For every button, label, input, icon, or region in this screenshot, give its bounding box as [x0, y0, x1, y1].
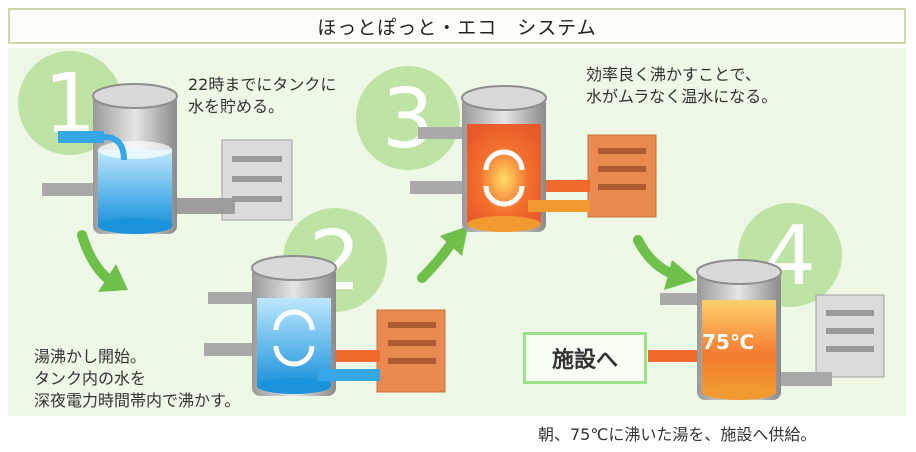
text-line: 水がムラなく温水になる。: [586, 87, 778, 106]
text-line: タンク内の水を: [34, 369, 147, 388]
facility-label: 施設へ: [551, 348, 618, 373]
title-bar: ほっとぽっと・エコ システム: [8, 8, 906, 44]
step-4-description: 朝、75℃に沸いた湯を、施設へ供給。: [538, 424, 816, 446]
step-number: 3: [382, 72, 434, 167]
text-line: 深夜電力時間帯内で沸かす。: [34, 391, 241, 410]
text-line: 朝、75℃に沸いた湯を、施設へ供給。: [538, 425, 817, 444]
facility-box: 施設へ: [523, 332, 647, 384]
page-title: ほっとぽっと・エコ システム: [317, 16, 597, 39]
tank-stage-1: [42, 83, 293, 234]
temperature-label: 75℃: [702, 330, 755, 354]
step-3-description: 効率良く沸かすことで、 水がムラなく温水になる。: [586, 64, 777, 108]
tank-stage-2: [204, 255, 446, 396]
text-line: 効率良く沸かすことで、: [586, 65, 761, 84]
text-line: 水を貯める。: [188, 97, 285, 116]
step-3-badge: 3: [356, 66, 460, 170]
tank-stage-3: [410, 85, 657, 232]
step-2-description: 湯沸かし開始。 タンク内の水を 深夜電力時間帯内で沸かす。: [34, 346, 240, 412]
flow-arrow-2-3: [417, 226, 468, 283]
flow-arrow-3-4: [633, 235, 696, 290]
flow-arrow-1-2: [77, 230, 128, 292]
text-line: 湯沸かし開始。: [34, 347, 147, 366]
tank-stage-4: [648, 259, 885, 400]
text-line: 22時までにタンクに: [188, 75, 337, 94]
step-1-description: 22時までにタンクに 水を貯める。: [188, 74, 336, 118]
